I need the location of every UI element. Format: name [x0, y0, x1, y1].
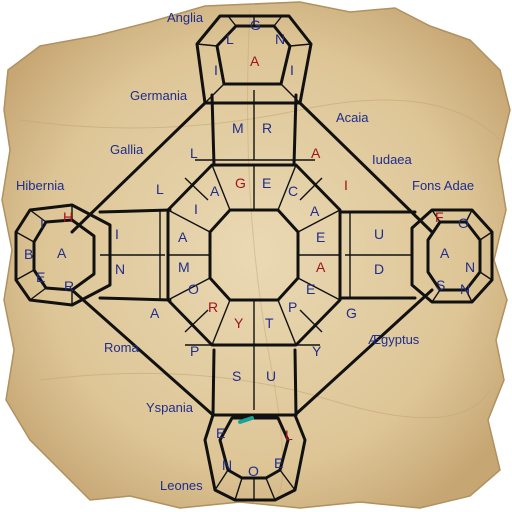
cell-letter[interactable]: B [24, 246, 33, 262]
cell-letter[interactable]: H [63, 209, 73, 225]
region-label-yspania: Yspania [146, 400, 194, 415]
cell-letter[interactable]: L [190, 145, 198, 161]
region-label-germania: Germania [130, 88, 188, 103]
cell-letter[interactable]: A [311, 145, 321, 161]
cell-letter[interactable]: E [262, 175, 271, 191]
cell-letter[interactable]: E [306, 281, 315, 297]
center-octagon [166, 163, 342, 347]
cell-letter[interactable]: P [288, 299, 297, 315]
cell-letter[interactable]: F [435, 209, 444, 225]
cell-letter[interactable]: A [440, 245, 450, 261]
cell-letter[interactable]: I [214, 62, 218, 78]
cell-letter[interactable]: N [115, 261, 125, 277]
region-label-roma: Roma [104, 340, 139, 355]
cell-letter[interactable]: R [64, 278, 74, 294]
right-arm [338, 208, 494, 304]
region-label-fons-adae: Fons Adae [412, 178, 474, 193]
cell-letter[interactable]: G [346, 305, 357, 321]
cell-letter[interactable]: O [188, 281, 199, 297]
cell-letter[interactable]: N [275, 31, 285, 47]
cell-letter[interactable]: E [316, 229, 325, 245]
parchment-crease [19, 99, 501, 141]
cell-letter[interactable]: T [265, 315, 274, 331]
cell-letter[interactable]: Y [312, 343, 322, 359]
region-label-aegyptus: Ægyptus [368, 332, 420, 347]
cell-letter[interactable]: L [285, 427, 293, 443]
cell-letter[interactable]: P [190, 343, 199, 359]
region-label-gallia: Gallia [110, 142, 144, 157]
region-label-iudaea: Iudaea [372, 152, 413, 167]
left-arm [14, 203, 172, 307]
cell-letter[interactable]: M [178, 259, 190, 275]
bottom-arm [185, 344, 320, 502]
cell-letter[interactable]: A [310, 203, 320, 219]
cell-letter[interactable]: M [232, 120, 244, 136]
top-arm [195, 14, 315, 210]
cell-letter[interactable]: I [344, 177, 348, 193]
cell-letter[interactable]: A [150, 305, 160, 321]
cell-letter[interactable]: S [232, 368, 241, 384]
cell-letter[interactable]: G [235, 175, 246, 191]
cell-letter[interactable]: A [316, 259, 326, 275]
cell-letter[interactable]: S [436, 277, 445, 293]
cell-letter[interactable]: I [290, 62, 294, 78]
cell-letter[interactable]: N [465, 259, 475, 275]
highlight-segment [238, 416, 254, 424]
region-label-leones: Leones [160, 478, 203, 493]
cell-letter[interactable]: R [262, 120, 272, 136]
region-label-hibernia: Hibernia [16, 178, 65, 193]
cell-letter[interactable]: E [36, 269, 45, 285]
region-label-acaia: Acaia [336, 110, 369, 125]
cell-letter[interactable]: L [226, 31, 234, 47]
cell-letter[interactable]: E [216, 425, 225, 441]
cell-letter[interactable]: O [248, 463, 259, 479]
cell-letter[interactable]: R [208, 299, 218, 315]
cell-letter[interactable]: A [250, 53, 260, 69]
cell-letter[interactable]: U [266, 368, 276, 384]
cell-letter[interactable]: Y [234, 315, 244, 331]
cell-letter[interactable]: A [210, 183, 220, 199]
cell-letter[interactable]: O [458, 215, 469, 231]
cell-letter[interactable]: C [288, 183, 298, 199]
cell-letter[interactable]: G [250, 17, 261, 33]
cell-letter[interactable]: A [57, 245, 67, 261]
cell-letter[interactable]: N [460, 281, 470, 297]
cell-letter[interactable]: D [374, 261, 384, 277]
cell-letter[interactable]: I [40, 215, 44, 231]
cell-letter[interactable]: N [222, 457, 232, 473]
parchment-crease [247, 9, 284, 503]
cell-letter[interactable]: E [274, 455, 283, 471]
outer-frame [70, 101, 434, 417]
cell-letter[interactable]: I [115, 226, 119, 242]
cell-letter[interactable]: L [156, 181, 164, 197]
cell-letter[interactable]: A [178, 229, 188, 245]
cell-letter[interactable]: U [374, 226, 384, 242]
cell-letter[interactable]: I [194, 201, 198, 217]
region-label-anglia: Anglia [167, 10, 204, 25]
